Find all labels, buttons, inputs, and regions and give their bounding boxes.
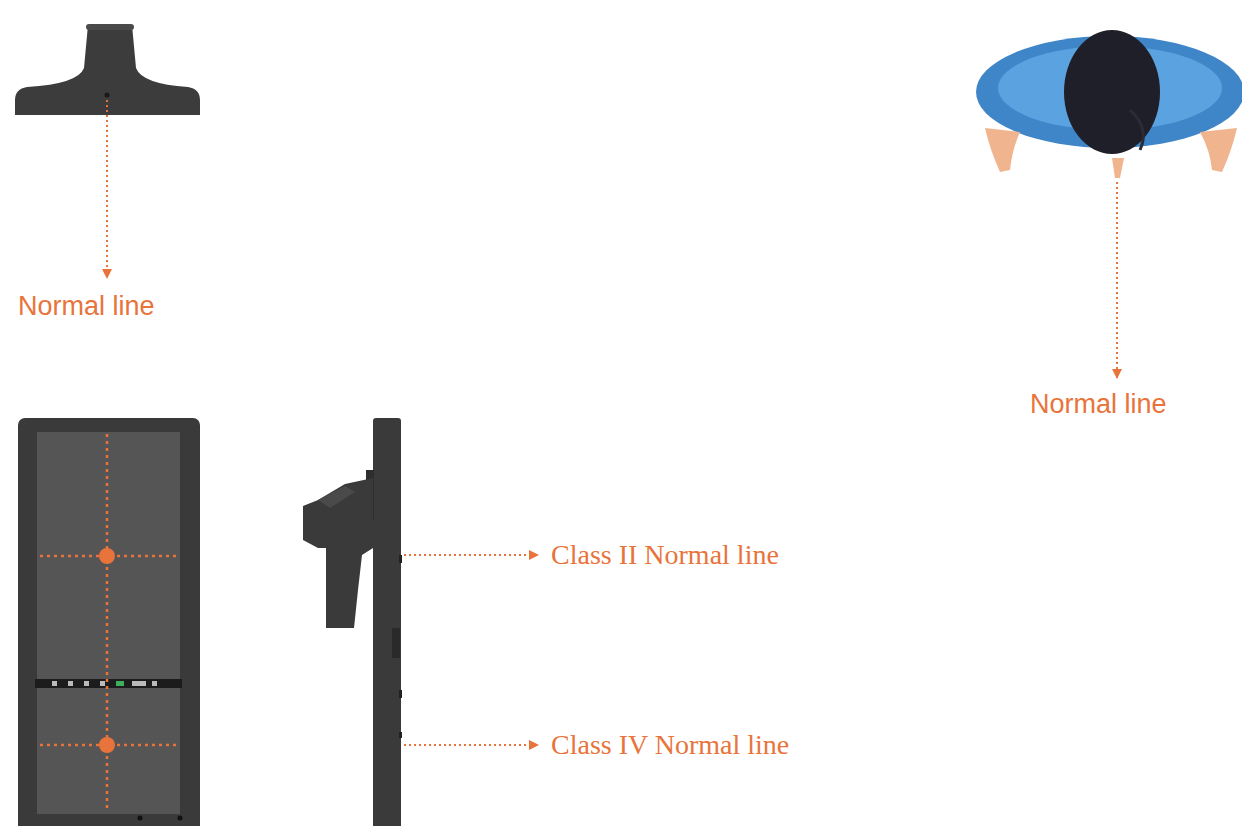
normal-line-label: Normal line (18, 292, 155, 322)
class-ii-label: Class II Normal line (551, 540, 779, 571)
stand-top-view (15, 24, 200, 278)
person-top-view (976, 30, 1242, 378)
display-side-view (303, 418, 538, 826)
display-front-view (18, 418, 200, 826)
normal-line-label: Normal line (1030, 390, 1167, 420)
class-iv-label: Class IV Normal line (551, 730, 789, 761)
